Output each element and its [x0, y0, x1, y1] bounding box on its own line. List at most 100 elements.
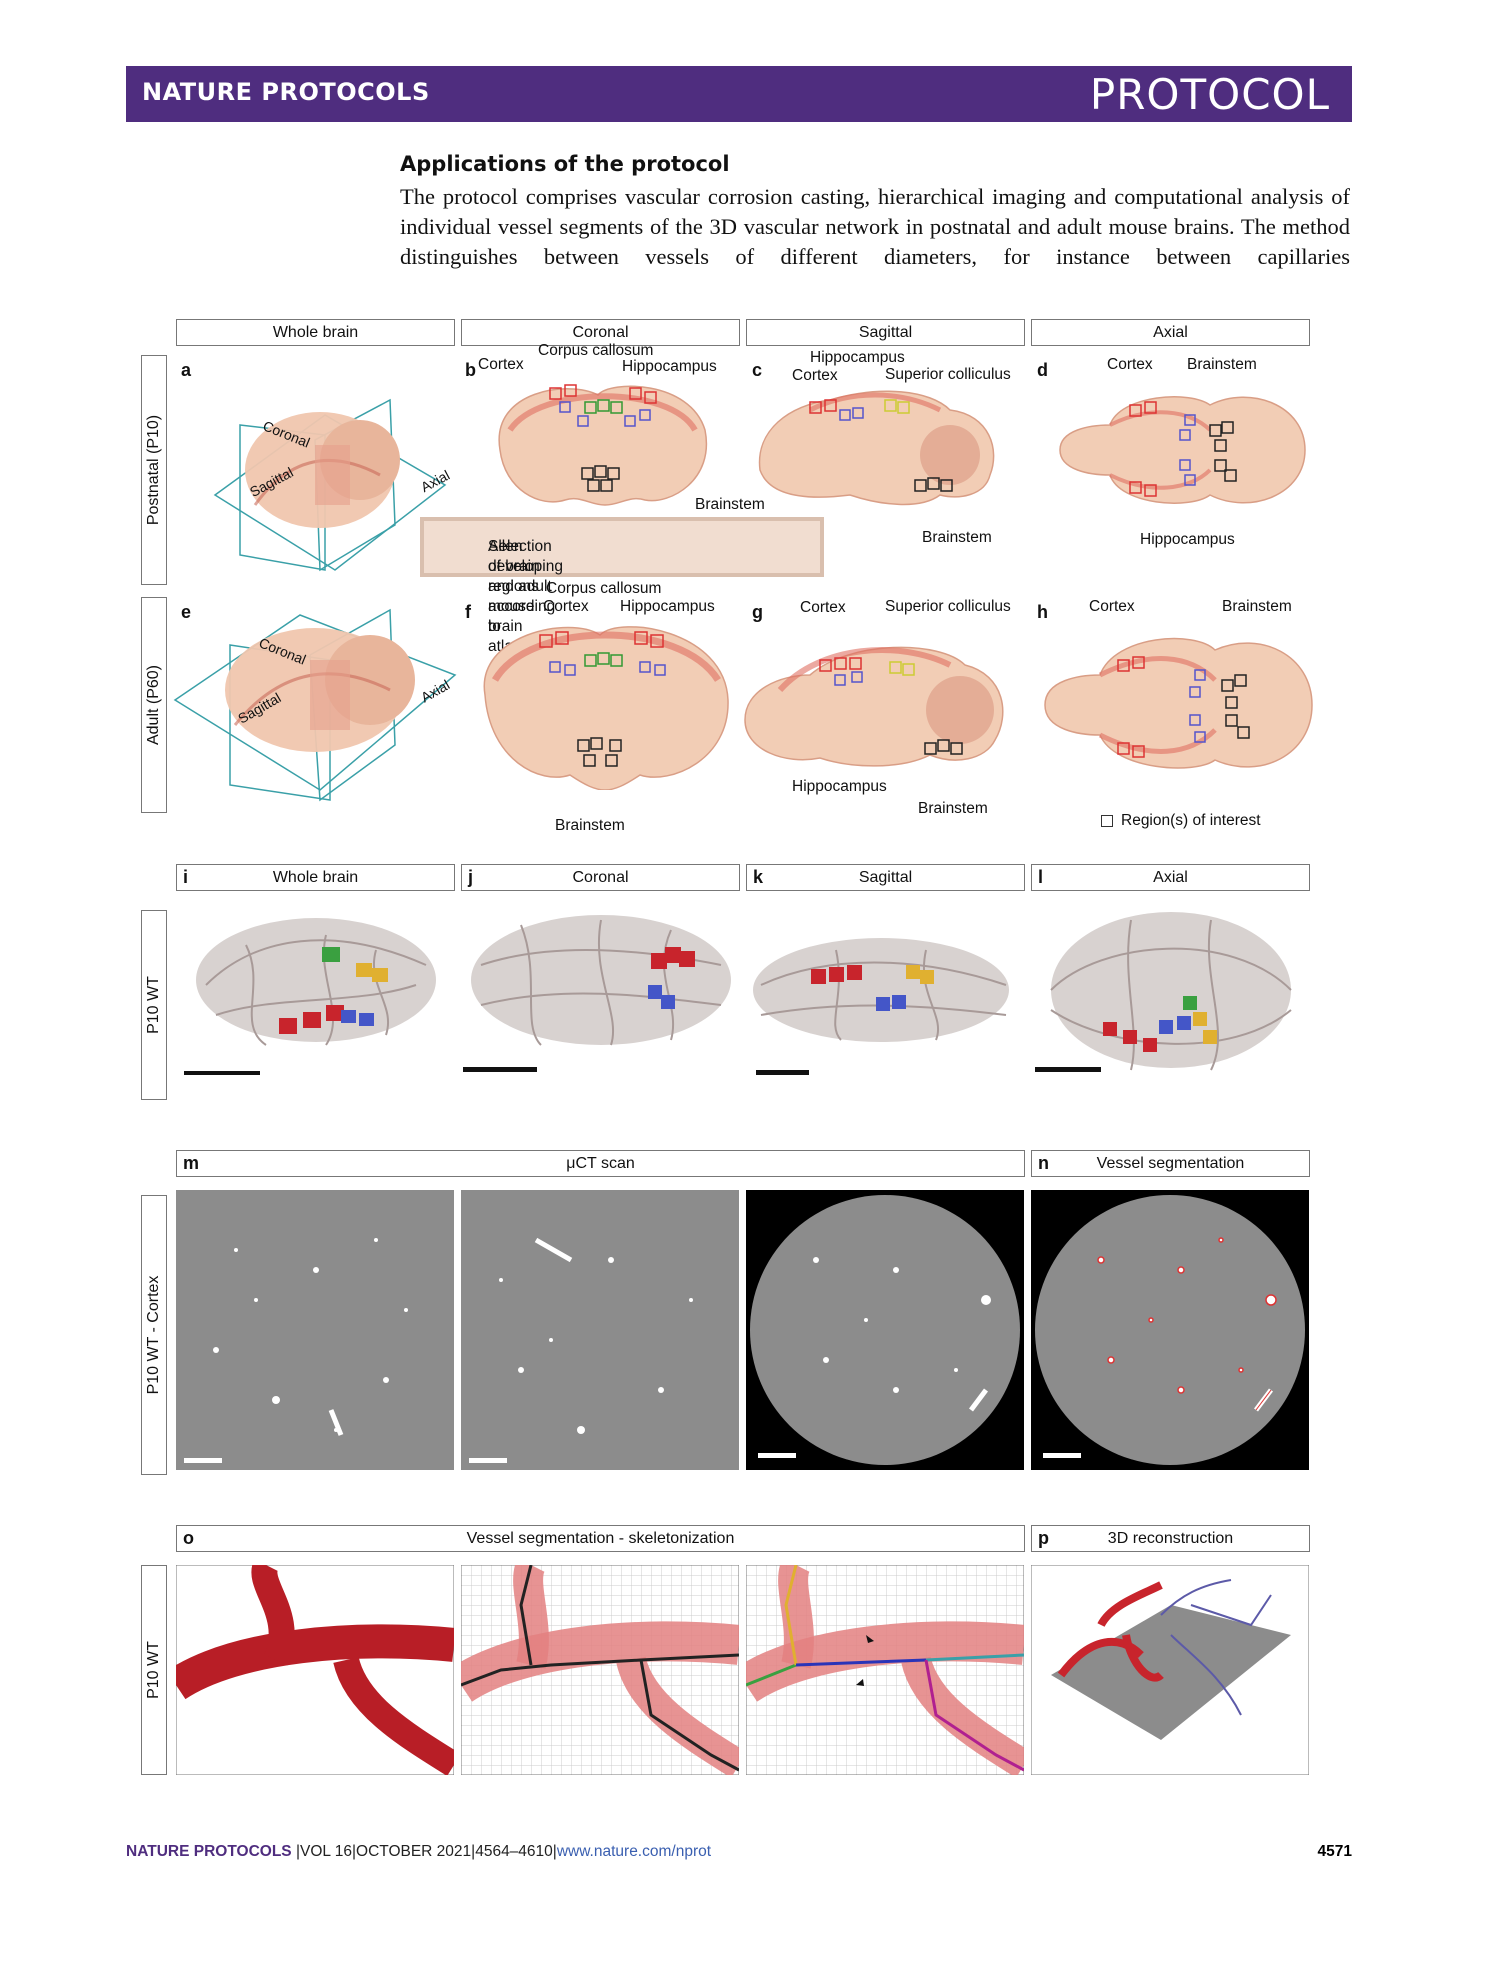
row3-header-sagittal-text: Sagittal	[858, 869, 913, 886]
sagittal-vascular-render	[753, 938, 1009, 1075]
panel-letter-f: f	[465, 602, 471, 622]
annotation-corpus-callosum-b: Corpus callosum	[538, 342, 654, 359]
recon-header: p 3D reconstruction	[1031, 1525, 1310, 1552]
section-heading: Applications of the protocol	[400, 152, 730, 176]
panel-letter-o: o	[183, 1528, 194, 1548]
annotation-hippocampus-d: Hippocampus	[1140, 531, 1235, 548]
annotation-brainstem-f: Brainstem	[555, 817, 625, 834]
sagittal-p60-illustration	[744, 646, 1004, 767]
footer-pages: 4564–4610	[475, 1843, 553, 1860]
coronal-vascular-render	[463, 915, 731, 1072]
col-header-sagittal: Sagittal	[746, 319, 1025, 346]
axial-p10-illustration	[1059, 396, 1306, 504]
vessel-tube-illustration	[176, 1565, 454, 1775]
row-label-adult-text: Adult (P60)	[145, 664, 162, 746]
journal-header: NATURE PROTOCOLS PROTOCOL	[126, 66, 1352, 122]
journal-name: NATURE PROTOCOLS	[142, 78, 430, 106]
row3-header-coronal: j Coronal	[461, 864, 740, 891]
uct-slice-1	[176, 1190, 454, 1470]
row-label-postnatal: Postnatal (P10)	[141, 355, 167, 585]
coronal-p10-illustration	[498, 384, 708, 506]
annotation-brainstem-b: Brainstem	[695, 496, 765, 513]
panel-letter-g: g	[752, 602, 763, 622]
annotation-hippocampus-b: Hippocampus	[622, 358, 717, 375]
axial-vascular-render	[1035, 912, 1292, 1072]
footer-date: OCTOBER 2021	[356, 1843, 472, 1860]
panel-letter-c: c	[752, 360, 763, 380]
annotation-cortex-h: Cortex	[1089, 598, 1135, 615]
footer-volume: VOL 16	[299, 1843, 352, 1860]
row3-header-coronal-text: Coronal	[572, 869, 629, 886]
annotation-cortex-d: Cortex	[1107, 356, 1153, 373]
row-label-p10wt-cortex-text: P10 WT - Cortex	[145, 1275, 162, 1395]
row-label-p10wt-2: P10 WT	[141, 1565, 167, 1775]
vessel-segmentation-image	[1031, 1190, 1309, 1470]
row-label-p10wt-text: P10 WT	[145, 976, 162, 1034]
footer-sep-4: |	[552, 1843, 557, 1860]
footer-sep-1: |	[295, 1843, 300, 1860]
segmentation-grid	[461, 1565, 739, 1775]
vessel-seg-header: n Vessel segmentation	[1031, 1150, 1310, 1177]
panel-letter-k: k	[753, 867, 764, 887]
row3-header-axial: l Axial	[1031, 864, 1310, 891]
recon-header-text: 3D reconstruction	[1107, 1530, 1234, 1547]
panel-letter-e: e	[181, 602, 192, 622]
row-label-postnatal-text: Postnatal (P10)	[145, 414, 162, 526]
footer-url-link[interactable]: www.nature.com/nprot	[556, 1843, 712, 1860]
row-label-p10wt-2-text: P10 WT	[145, 1641, 162, 1699]
uct-scan-header: m μCT scan	[176, 1150, 1025, 1177]
annotation-cortex-c: Cortex	[792, 367, 838, 384]
annotation-corpus-callosum-f: Corpus callosum	[546, 580, 662, 597]
page-number: 4571	[1317, 1843, 1352, 1860]
row3-header-axial-text: Axial	[1153, 869, 1188, 886]
annotation-brainstem-c: Brainstem	[922, 529, 992, 546]
panel-letter-n: n	[1038, 1153, 1049, 1173]
footer-journal: NATURE PROTOCOLS	[126, 1843, 292, 1860]
whole-brain-p60-illustration	[173, 608, 457, 802]
panel-letter-p: p	[1038, 1528, 1049, 1548]
uct-scan-header-text: μCT scan	[566, 1155, 635, 1172]
annotation-hippocampus-c: Hippocampus	[810, 349, 905, 366]
col-header-axial: Axial	[1031, 319, 1310, 346]
footer-sep-3: |	[471, 1843, 476, 1860]
row-label-p10wt: P10 WT	[141, 910, 167, 1100]
annotation-superior-colliculus-c: Superior colliculus	[885, 366, 1011, 383]
vessel-seg-header-text: Vessel segmentation	[1096, 1155, 1245, 1172]
panel-letter-h: h	[1037, 602, 1048, 622]
col-header-whole-brain: Whole brain	[176, 319, 455, 346]
row-label-p10wt-cortex: P10 WT - Cortex	[141, 1195, 167, 1475]
whole-brain-vascular-render	[184, 918, 436, 1075]
annotation-brainstem-d: Brainstem	[1187, 356, 1257, 373]
panel-letter-a: a	[181, 360, 192, 380]
axial-p60-illustration	[1044, 637, 1313, 769]
whole-brain-p10-illustration	[213, 398, 447, 572]
annotation-cortex-b: Cortex	[478, 356, 524, 373]
annotation-hippocampus-g: Hippocampus	[792, 778, 887, 795]
annotation-brainstem-h: Brainstem	[1222, 598, 1292, 615]
row3-header-whole-brain-text: Whole brain	[272, 869, 359, 886]
panel-letter-j: j	[468, 867, 474, 887]
panel-letter-l: l	[1038, 867, 1044, 887]
annotation-cortex-f: Cortex	[543, 598, 589, 615]
panel-letter-b: b	[465, 360, 476, 380]
section-text: The protocol comprises vascular corrosio…	[400, 184, 1350, 269]
article-type: PROTOCOL	[1089, 70, 1330, 119]
roi-legend: Region(s) of interest	[1101, 812, 1261, 830]
panel-letter-d: d	[1037, 360, 1048, 380]
row-label-adult: Adult (P60)	[141, 597, 167, 813]
sagittal-p10-illustration	[758, 390, 995, 506]
roi-legend-icon	[1101, 814, 1113, 827]
footer-sep-2: |	[351, 1843, 357, 1860]
annotation-superior-colliculus-g: Superior colliculus	[885, 598, 1011, 615]
uct-slice-2	[461, 1190, 739, 1470]
roi-legend-text: Region(s) of interest	[1121, 812, 1261, 829]
skeleton-header: o Vessel segmentation - skeletonization	[176, 1525, 1025, 1552]
3d-reconstruction	[1031, 1565, 1309, 1775]
panel-letter-m: m	[183, 1153, 200, 1173]
skeleton-header-text: Vessel segmentation - skeletonization	[466, 1530, 735, 1547]
uct-slice-3	[746, 1190, 1024, 1470]
page-footer: NATURE PROTOCOLS |VOL 16|OCTOBER 2021|45…	[126, 1843, 711, 1861]
col-header-coronal: Coronal	[461, 319, 740, 346]
